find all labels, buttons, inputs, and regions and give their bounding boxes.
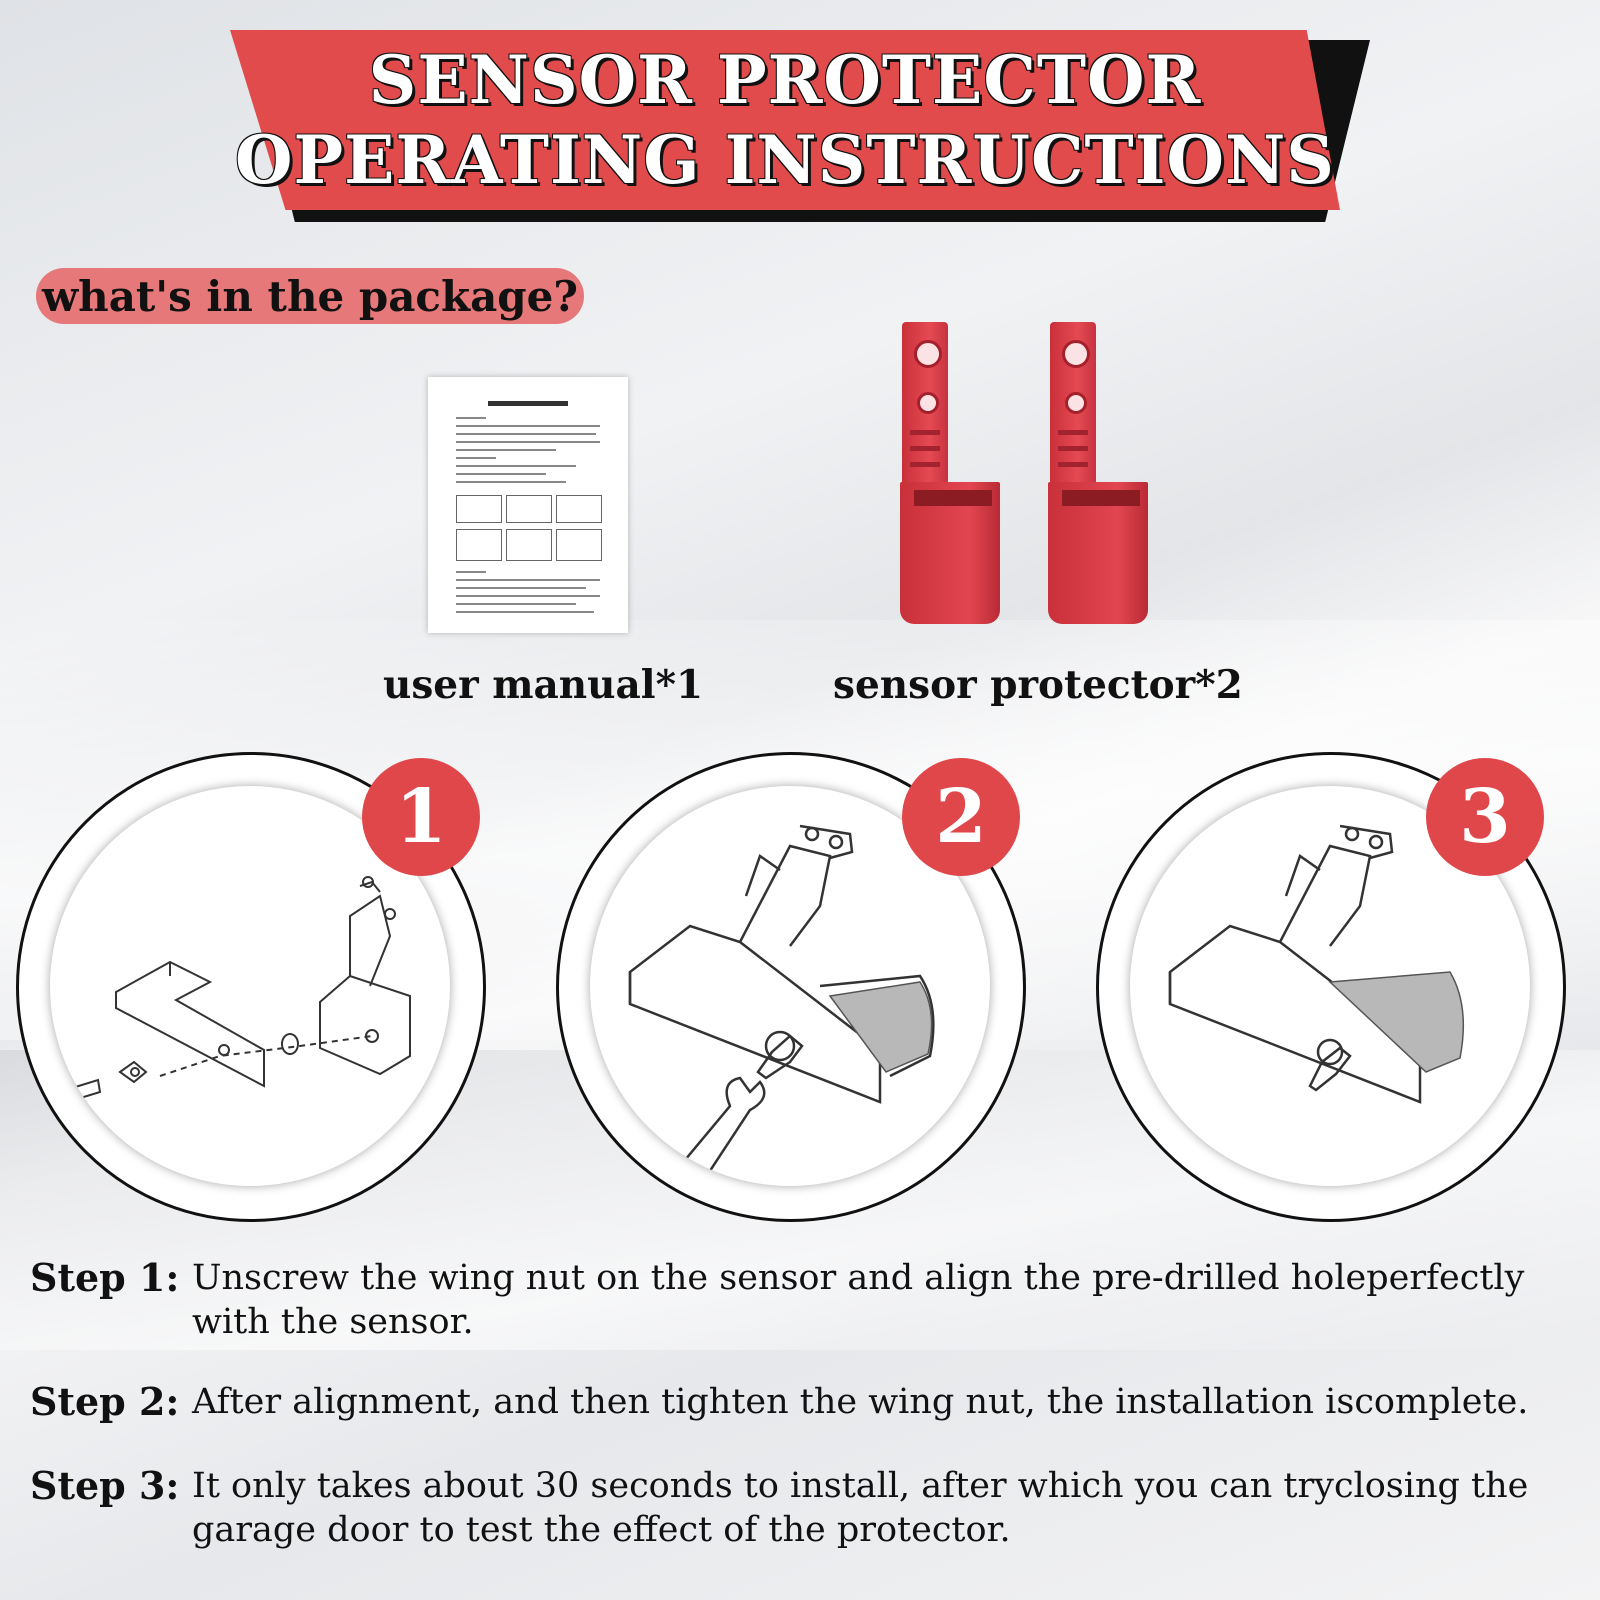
manual-text-line <box>456 571 486 573</box>
manual-text-line <box>456 611 594 613</box>
package-heading: what's in the package? <box>42 271 578 321</box>
title-line-1: SENSOR PROTECTOR <box>368 41 1202 119</box>
sensor-protector-image <box>900 322 1002 624</box>
title-line-2: OPERATING INSTRUCTIONS <box>235 121 1335 199</box>
protector-hole <box>917 392 939 414</box>
manual-text-line <box>456 595 600 597</box>
step-2-diagram <box>628 824 935 1186</box>
manual-text-line <box>456 433 596 435</box>
manual-step-figure <box>506 495 552 523</box>
step-2-badge: 2 <box>902 758 1020 876</box>
protector-hole <box>1065 392 1087 414</box>
package-heading-pill: what's in the package? <box>36 268 584 324</box>
step-1-text: Unscrew the wing nut on the sensor and a… <box>192 1258 1525 1342</box>
step-1-illustration: 1 <box>16 752 486 1222</box>
step-3-badge: 3 <box>1426 758 1544 876</box>
manual-text-line <box>456 587 586 589</box>
manual-text-line <box>456 603 576 605</box>
step-2-text: After alignment, and then tighten the wi… <box>192 1382 1529 1422</box>
manual-step-text <box>556 529 602 561</box>
manual-text-line <box>456 449 556 451</box>
step-3-text: It only takes about 30 seconds to instal… <box>192 1466 1529 1550</box>
title-banner <box>230 30 1340 210</box>
step-1-diagram <box>66 876 411 1103</box>
manual-step-figure <box>456 495 502 523</box>
page-title: SENSOR PROTECTOR OPERATING INSTRUCTIONS <box>230 40 1340 200</box>
manual-text-line <box>456 465 576 467</box>
manual-text-line <box>456 481 566 483</box>
manual-step-text <box>506 529 552 561</box>
manual-text-line <box>456 425 600 427</box>
manual-step-text <box>456 529 502 561</box>
protector-rib <box>1058 446 1088 451</box>
user-manual-label: user manual*1 <box>383 662 704 708</box>
sensor-protector-image <box>1048 322 1150 624</box>
manual-text-line <box>456 473 546 475</box>
manual-text-line <box>456 457 496 459</box>
step-1-label: Step 1: <box>30 1255 180 1300</box>
step-1-badge: 1 <box>362 758 480 876</box>
protector-hole <box>914 340 942 368</box>
manual-text-line <box>456 417 486 419</box>
protector-rib <box>1058 430 1088 435</box>
protector-rib <box>910 430 940 435</box>
step-2-label: Step 2: <box>30 1379 180 1424</box>
manual-text-line <box>456 441 600 443</box>
protector-rib <box>1058 462 1088 467</box>
protector-cup-opening <box>914 490 992 506</box>
protector-rib <box>910 462 940 467</box>
step-2-illustration: 2 <box>556 752 1026 1222</box>
protector-hole <box>1062 340 1090 368</box>
manual-step-figure <box>556 495 602 523</box>
step-3-illustration: 3 <box>1096 752 1566 1222</box>
protector-cup-opening <box>1062 490 1140 506</box>
manual-text-line <box>456 579 600 581</box>
step-3-label: Step 3: <box>30 1463 180 1508</box>
manual-title-line <box>488 401 568 406</box>
protector-rib <box>910 446 940 451</box>
user-manual-image <box>428 377 628 633</box>
sensor-protector-label: sensor protector*2 <box>833 662 1243 708</box>
step-3-diagram <box>1168 824 1465 1104</box>
